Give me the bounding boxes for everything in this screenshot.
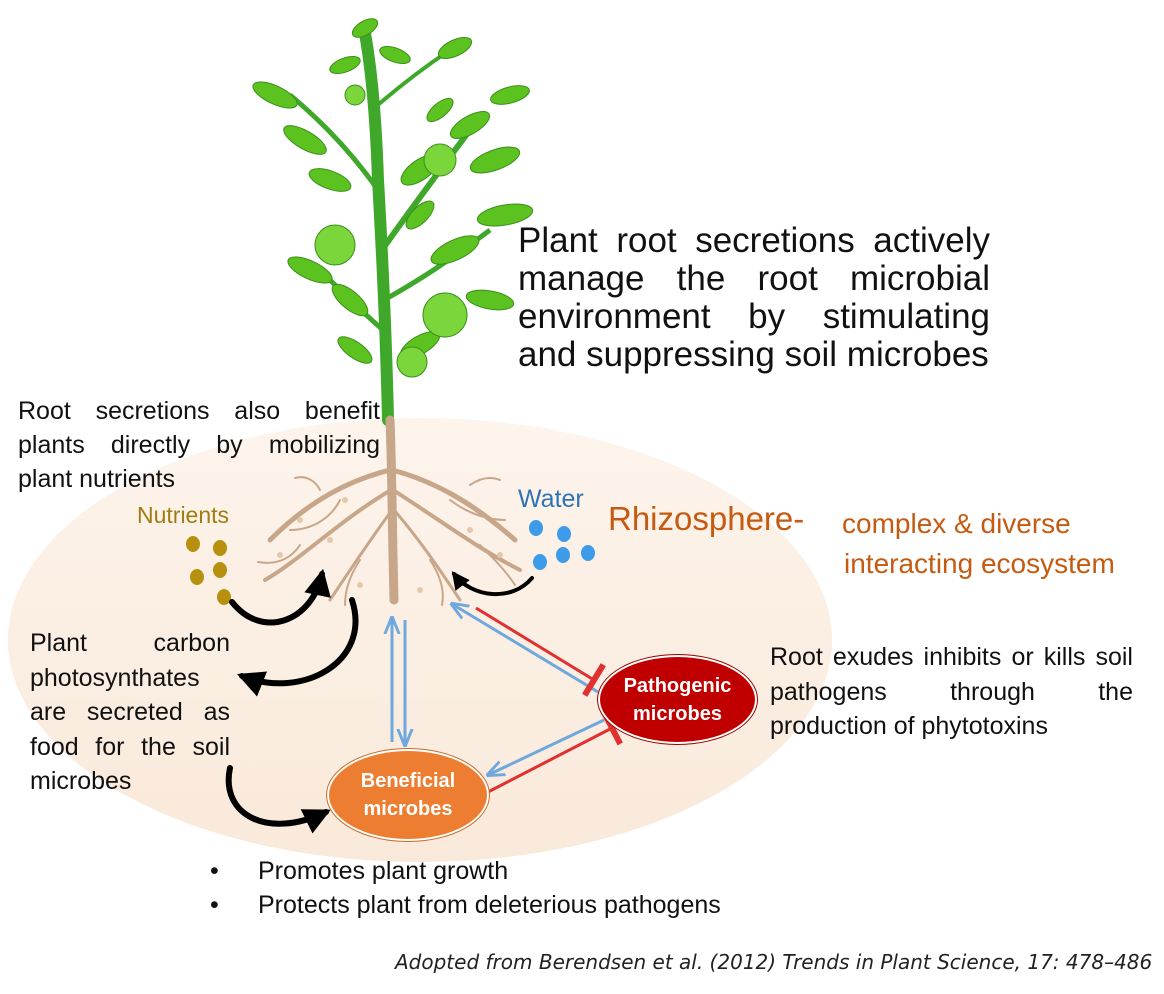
root-system (257, 415, 522, 606)
beneficial-inhibits-pathogen (487, 710, 623, 794)
root-inhibits-pathogen (475, 606, 606, 697)
main-statement: Plant root secretions actively manage th… (518, 221, 990, 374)
pathogen-to-root-arrow (452, 604, 599, 694)
root-exudes-note: Root exudes inhibits or kills soil patho… (770, 643, 1133, 740)
benefit-item: Promotes plant growth (210, 854, 721, 888)
water-droplets (529, 520, 595, 570)
nutrient-dots (186, 536, 231, 605)
food-to-microbes-arrow (225, 765, 331, 834)
carbon-photosynthates-note: Plant carbon photosynthates are secreted… (30, 629, 230, 795)
beneficial-microbes-node: Beneficial microbes (327, 749, 489, 841)
rhizosphere-description-line1: complex & diverse (842, 508, 1071, 539)
rhizosphere-title: Rhizosphere- (608, 500, 805, 537)
water-label: Water (518, 485, 584, 513)
flow-arrows (225, 568, 534, 834)
nutrient-uptake-arrow (229, 568, 331, 626)
rhizosphere-description-line2: interacting ecosystem (844, 548, 1115, 579)
plant-illustration (252, 18, 534, 426)
pathogen-to-beneficial-arrow (488, 718, 605, 775)
benefits-list: Promotes plant growth Protects plant fro… (210, 854, 721, 922)
pathogenic-microbes-node: Pathogenic microbes (598, 655, 757, 744)
nutrients-label: Nutrients (137, 502, 230, 528)
citation: Adopted from Berendsen et al. (2012) Tre… (395, 950, 1153, 974)
beneficial-label-line2: microbes (363, 798, 453, 820)
water-uptake-arrow (451, 571, 534, 597)
interaction-arrows (392, 604, 623, 794)
rhizosphere-zone (8, 418, 832, 862)
carbon-secretion-arrow (236, 597, 359, 697)
benefit-item: Protects plant from deleterious pathogen… (210, 888, 721, 922)
root-secretions-note: Root secretions also benefit plants dire… (18, 397, 380, 493)
pathogenic-label-line2: microbes (633, 702, 722, 725)
beneficial-label-line1: Beneficial (360, 770, 456, 792)
pathogenic-label-line1: Pathogenic (623, 674, 732, 697)
